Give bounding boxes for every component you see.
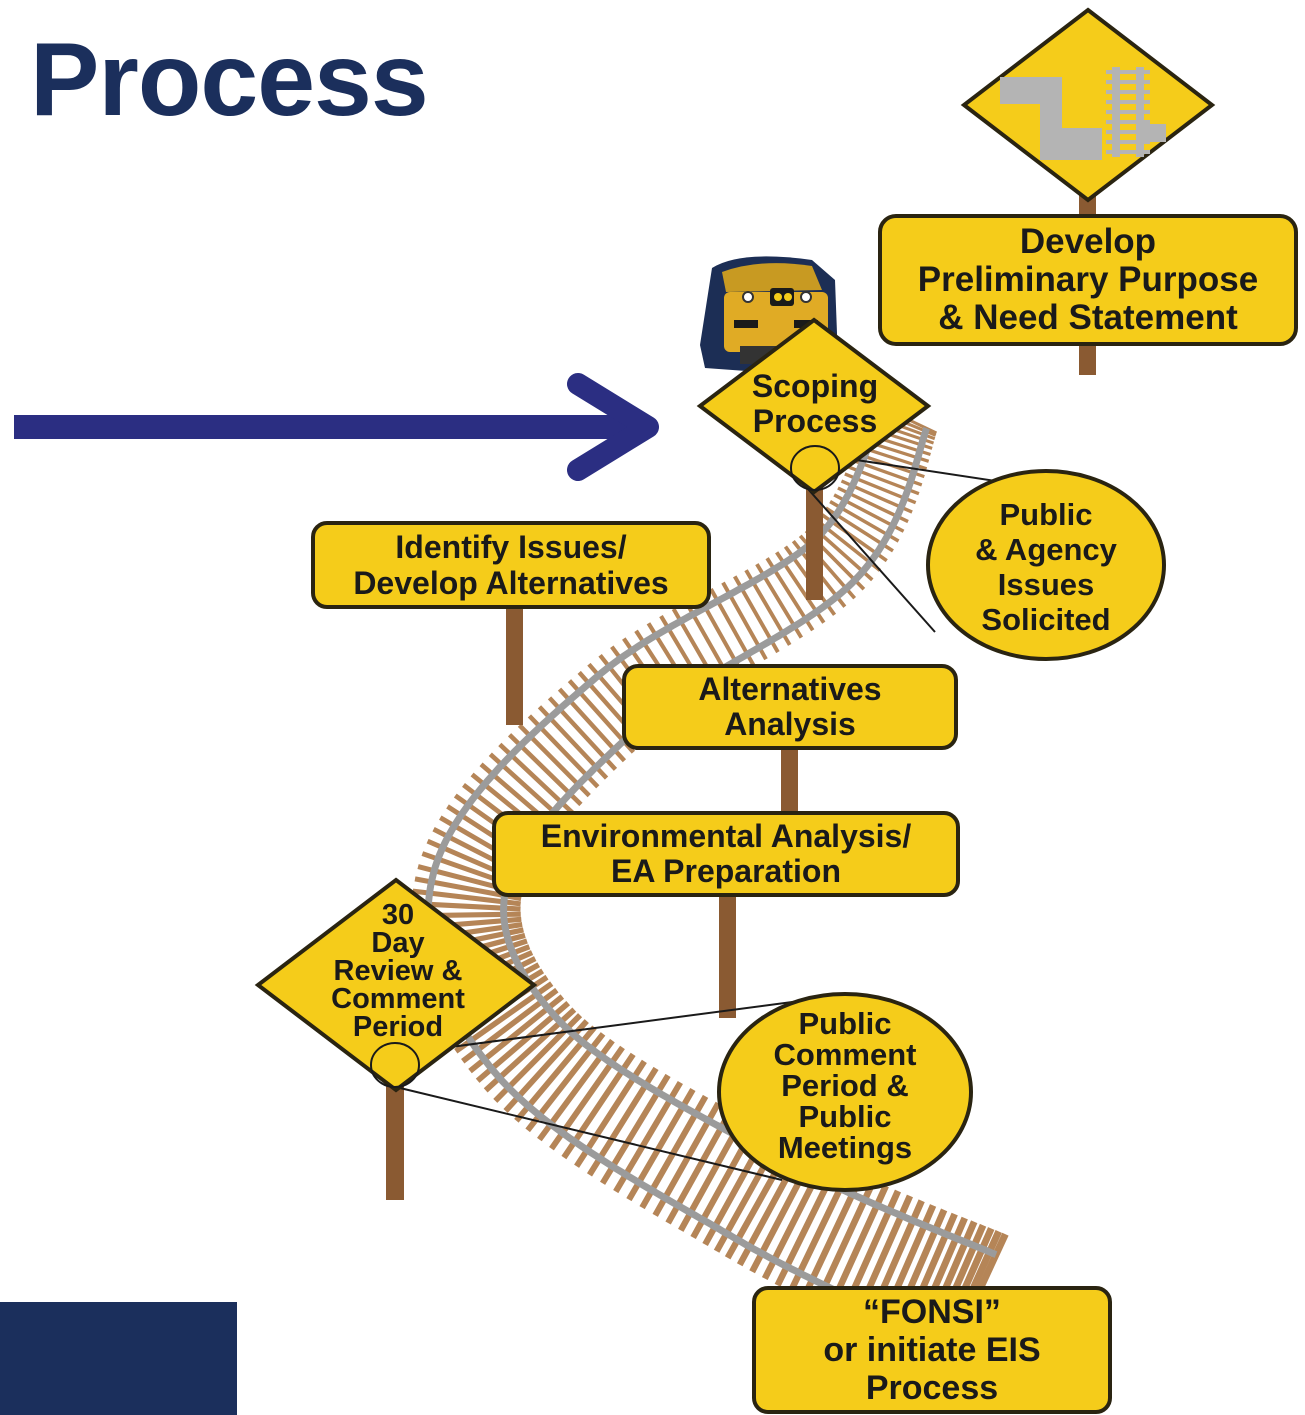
fonsi-sign bbox=[752, 1286, 1112, 1414]
alternatives-sign bbox=[622, 664, 958, 750]
sign-shapes bbox=[254, 214, 1298, 1414]
page-title: Process bbox=[30, 22, 429, 138]
footer-block bbox=[0, 1302, 237, 1415]
public-agency-circle bbox=[926, 469, 1166, 661]
develop-sign bbox=[878, 214, 1298, 346]
environmental-sign bbox=[492, 811, 960, 897]
identify-sign bbox=[311, 521, 711, 609]
callout-lines bbox=[389, 455, 1056, 1181]
railroad-track-diamond-sign-icon bbox=[960, 7, 1216, 203]
review-sign bbox=[254, 877, 538, 1093]
public-comment-circle bbox=[717, 992, 973, 1192]
scoping-sign bbox=[696, 317, 932, 495]
magnifier-circles bbox=[370, 445, 840, 1088]
right-arrow-icon bbox=[14, 373, 659, 481]
